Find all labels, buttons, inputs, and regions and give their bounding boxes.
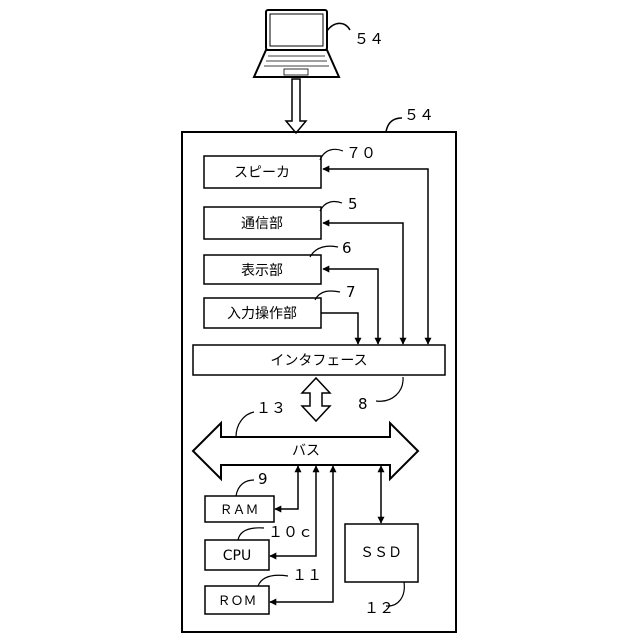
input-ref-label: 7: [346, 283, 356, 301]
input-interface-line: [321, 313, 358, 344]
ssd-ref-label: １２: [364, 599, 394, 617]
ssd-label: ＳＳＤ: [360, 545, 402, 561]
ram-ref-label: 9: [258, 470, 268, 488]
comm-ref-leader: [320, 202, 342, 211]
laptop-connection-arrow: [286, 79, 306, 133]
interface-ref-label: 8: [358, 395, 368, 413]
bus-label: バス: [292, 443, 320, 459]
interface-label: インタフェース: [270, 353, 367, 369]
input-label: 入力操作部: [227, 306, 297, 322]
display-interface-line: [323, 269, 378, 344]
laptop-icon: [254, 10, 339, 77]
bus-ref-leader: [236, 412, 254, 437]
cpu-ref-leader: [238, 528, 264, 540]
laptop-ref-leader: [327, 23, 350, 31]
cpu-label: CPU: [223, 548, 251, 564]
cpu-bus-line: [270, 466, 316, 556]
speaker-ref-leader: [320, 149, 343, 160]
display-label: 表示部: [241, 263, 283, 279]
rom-ref-label: １１: [292, 566, 322, 584]
speaker-label: スピーカ: [234, 165, 290, 181]
ram-ref-leader: [236, 480, 254, 496]
interface-ref-leader: [376, 377, 403, 401]
device-ref-label: ５４: [404, 106, 434, 124]
comm-ref-label: 5: [348, 195, 358, 213]
speaker-ref-label: ７０: [346, 144, 376, 162]
comm-interface-line: [323, 223, 403, 344]
comm-label: 通信部: [241, 216, 283, 232]
ram-bus-line: [275, 466, 298, 509]
bus-ref-label: １３: [256, 399, 286, 417]
device-ref-leader: [386, 118, 402, 132]
ram-label: ＲＡＭ: [219, 503, 258, 518]
rom-label: ＲＯＭ: [217, 594, 256, 609]
speaker-interface-line: [323, 169, 428, 344]
laptop-ref-label: ５４: [354, 30, 384, 48]
display-ref-label: 6: [342, 239, 352, 257]
rom-ref-leader: [258, 575, 288, 586]
cpu-ref-label: １０ｃ: [268, 523, 313, 541]
interface-bus-arrow: [302, 378, 330, 421]
